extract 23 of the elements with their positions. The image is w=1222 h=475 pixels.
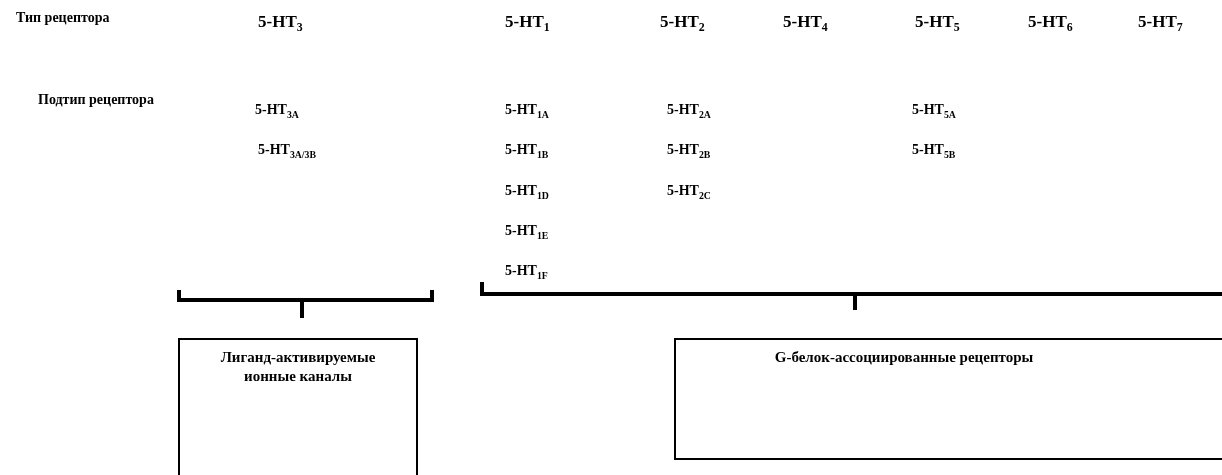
category-box: G-белок-ассоциированные рецепторы xyxy=(674,338,1222,460)
receptor-label: 5-HT$_{1F}$ xyxy=(505,263,548,282)
receptor-label: 5-HT$_{2B}$ xyxy=(667,142,711,161)
receptor-label: 5-HT$_{3A/3B}$ xyxy=(258,142,317,161)
receptor-label: 5-HT$_{1D}$ xyxy=(505,183,549,202)
receptor-label: 5-HT$_{1}$ xyxy=(505,12,550,35)
receptor-label: 5-HT$_{3}$ xyxy=(258,12,303,35)
receptor-label: 5-HT$_{2}$ xyxy=(660,12,705,35)
receptor-label: 5-HT$_{3A}$ xyxy=(255,102,299,121)
receptor-label: 5-HT$_{2A}$ xyxy=(667,102,711,121)
receptor-label: 5-HT$_{1A}$ xyxy=(505,102,549,121)
receptor-label: 5-HT$_{5}$ xyxy=(915,12,960,35)
receptor-label: 5-HT$_{7}$ xyxy=(1138,12,1183,35)
category-box: Лиганд-активируемые ионные каналы xyxy=(178,338,418,475)
receptor-label: 5-HT$_{5B}$ xyxy=(912,142,956,161)
receptor-label: 5-HT$_{2C}$ xyxy=(667,183,711,202)
row-heading: Подтип рецептора xyxy=(38,92,154,109)
receptor-label: 5-HT$_{1B}$ xyxy=(505,142,549,161)
receptor-label: 5-HT$_{6}$ xyxy=(1028,12,1073,35)
receptor-label: 5-HT$_{5A}$ xyxy=(912,102,956,121)
row-heading: Тип рецептора xyxy=(16,10,110,27)
receptor-label: 5-HT$_{1E}$ xyxy=(505,223,549,242)
receptor-label: 5-HT$_{4}$ xyxy=(783,12,828,35)
